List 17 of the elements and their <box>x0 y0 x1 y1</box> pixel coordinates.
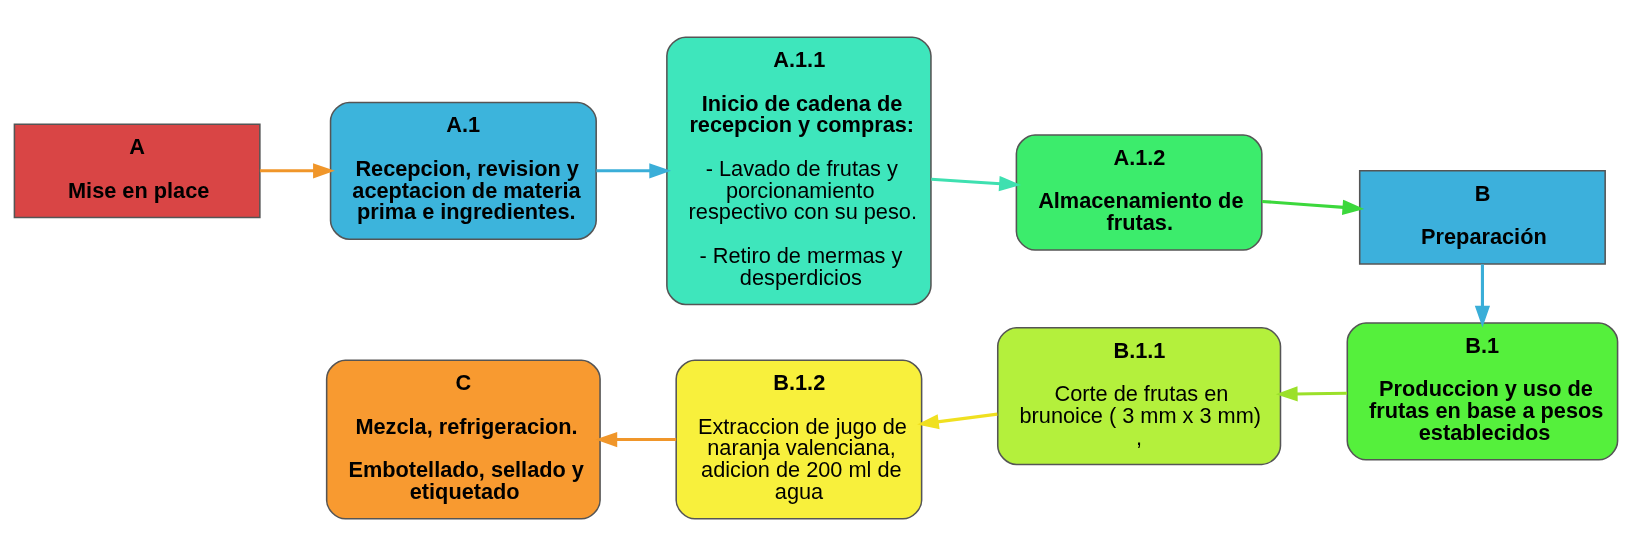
node-box: B.1.1 Corte de frutas en brunoice ( 3 mm x 3 mm) , <box>996 326 1282 465</box>
node-box: B.1 Produccion y uso de frutas en base a pesos establecidos <box>1346 321 1619 461</box>
arrow <box>596 162 672 178</box>
arrow <box>1275 385 1348 402</box>
node-box: A.1.2 Almacenamiento de frutas. <box>1015 133 1263 251</box>
arrow <box>595 431 677 447</box>
node-box: B.1.2 Extraccion de jugo de naranja valenciana, adicion de 200 ml de agua <box>675 359 923 520</box>
node-box: B Preparación <box>1358 169 1606 265</box>
node-box: C Mezcla, refrigeracion. Embotellado, sellado y etiquetado <box>325 359 601 520</box>
node-box: A.1.1 Inicio de cadena de recepcion y compras: - Lavado de frutas y porcionamiento respectivo con su peso. - Retiro de mermas y desperdicios <box>666 35 932 305</box>
arrow <box>1261 199 1365 215</box>
arrow <box>1474 263 1491 327</box>
arrow <box>931 175 1021 191</box>
node-box: A.1 Recepcion, revision y aceptacion de materia prima e ingredientes. <box>329 101 597 240</box>
arrow <box>259 162 335 178</box>
arrow <box>917 412 998 429</box>
node-box: A Mise en place <box>13 122 261 218</box>
